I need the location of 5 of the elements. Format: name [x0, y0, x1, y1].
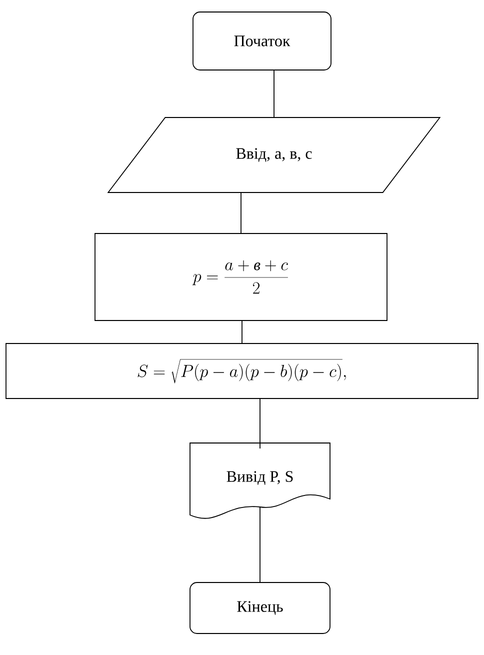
connector-line	[240, 192, 242, 234]
process-box: $S=\sqrt{P(p-a)(p-b)(p-c)},$	[6, 343, 478, 399]
process-box: $p=\frac{a+\textit{в}+c}{2}$	[94, 233, 388, 321]
terminal-box: Початок	[192, 12, 332, 70]
terminal-box: Кінець	[190, 582, 330, 634]
